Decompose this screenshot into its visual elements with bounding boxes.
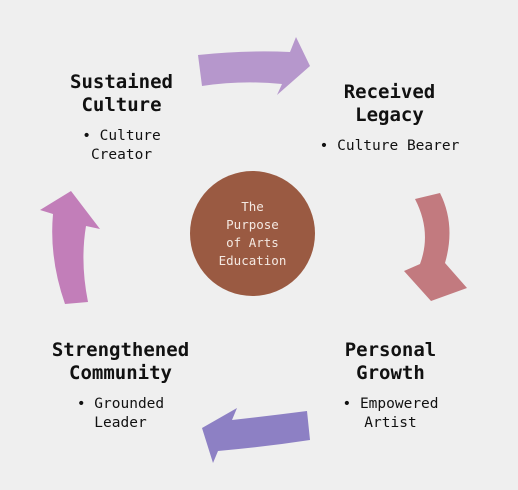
node-personal-growth: Personal Growth • Empowered Artist xyxy=(318,339,463,433)
arrow-right xyxy=(404,193,467,301)
node-bullet: • Empowered Artist xyxy=(342,396,439,431)
node-title: Received Legacy xyxy=(343,81,436,126)
node-title: Sustained Culture xyxy=(70,71,173,116)
center-label: The Purpose of Arts Education xyxy=(218,198,287,268)
node-title: Personal Growth xyxy=(344,339,437,384)
arrow-bottom xyxy=(202,408,310,463)
center-circle: The Purpose of Arts Education xyxy=(190,171,315,296)
node-bullet: • Culture Creator xyxy=(82,128,161,163)
node-title: Strengthened Community xyxy=(51,339,190,384)
node-sustained-culture: Sustained Culture • Culture Creator xyxy=(54,71,189,165)
node-bullet: • Grounded Leader xyxy=(76,396,165,431)
arrow-left xyxy=(40,191,100,304)
node-bullet: • Culture Bearer xyxy=(319,138,460,154)
arrow-top xyxy=(198,37,310,95)
node-received-legacy: Received Legacy • Culture Bearer xyxy=(307,81,472,156)
node-strengthened-community: Strengthened Community • Grounded Leader xyxy=(38,339,203,433)
